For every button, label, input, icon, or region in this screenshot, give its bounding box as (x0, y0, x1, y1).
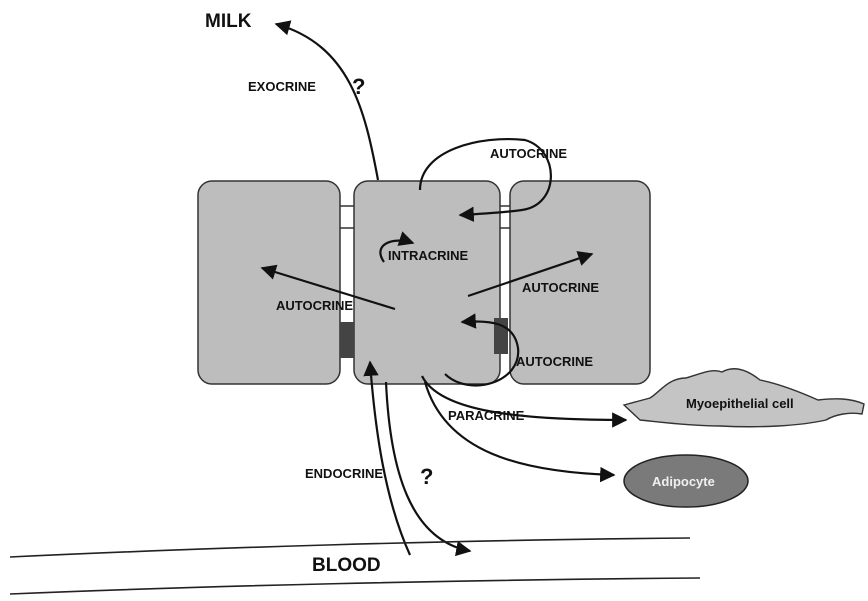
autocrine-right-label: AUTOCRINE (522, 280, 599, 295)
adipocyte-label: Adipocyte (652, 474, 715, 489)
adipocyte-arrow (425, 382, 614, 475)
exocrine-arrow (276, 24, 378, 180)
tight-junction-left (340, 206, 354, 228)
blood-vessel-lower-wall (10, 578, 700, 594)
autocrine-left-label: AUTOCRINE (276, 298, 353, 313)
paracrine-label: PARACRINE (448, 408, 525, 423)
endocrine-label: ENDOCRINE (305, 466, 383, 481)
exocrine-label: EXOCRINE (248, 79, 316, 94)
myoepithelial-label: Myoepithelial cell (686, 396, 794, 411)
exocrine-question-mark: ? (352, 74, 365, 99)
left-epithelial-cell (198, 181, 340, 384)
blood-label: BLOOD (312, 555, 381, 576)
autocrine-lower-label: AUTOCRINE (516, 354, 593, 369)
endocrine-question-mark: ? (420, 464, 433, 489)
autocrine-top-label: AUTOCRINE (490, 146, 567, 161)
endocrine-up-arrow (370, 362, 410, 555)
milk-label: MILK (205, 11, 252, 32)
intracrine-label: INTRACRINE (388, 248, 468, 263)
gap-junction-left (340, 322, 354, 358)
center-epithelial-cell (354, 181, 500, 384)
tight-junction-right (500, 206, 510, 228)
